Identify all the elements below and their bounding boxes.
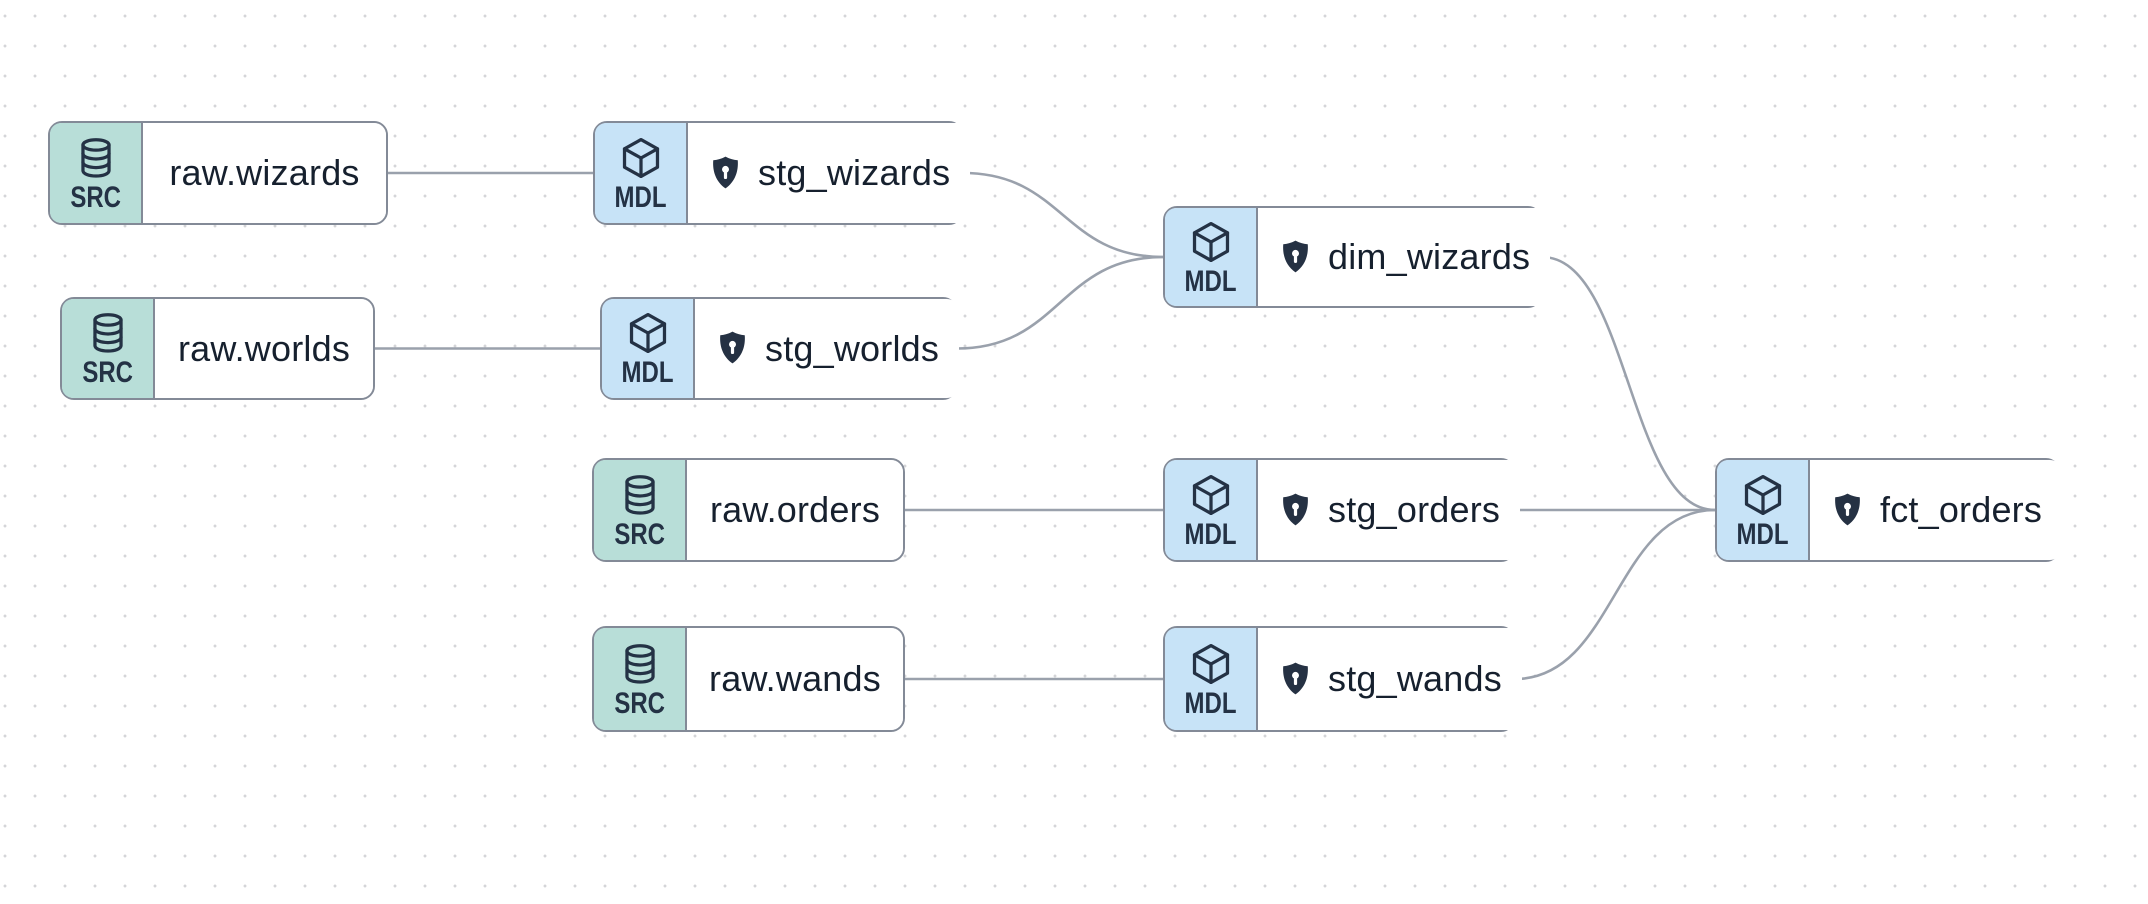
model-type-badge: MDL <box>595 123 688 223</box>
node-label: raw.orders <box>709 489 881 530</box>
shield-lock-icon <box>1830 491 1865 530</box>
node-body: stg_orders <box>1258 460 1521 560</box>
edge-stg-wands-to-fct-orders <box>1514 508 1716 681</box>
source-type-badge: SRC <box>594 628 687 730</box>
node-body: stg_wizards <box>688 123 971 223</box>
badge-label: MDL <box>1184 686 1237 720</box>
node-dim-wizards[interactable]: MDL dim_wizards <box>1163 206 1551 308</box>
node-label: stg_wizards <box>758 152 951 193</box>
node-body: stg_wands <box>1258 628 1522 730</box>
badge-label: MDL <box>1184 264 1237 298</box>
node-raw-wands[interactable]: SRC raw.wands <box>592 626 905 732</box>
source-type-badge: SRC <box>594 460 687 560</box>
database-icon <box>73 135 119 181</box>
shield-lock-icon <box>1278 238 1313 277</box>
shield-lock-icon <box>1278 660 1313 699</box>
badge-label: SRC <box>614 686 665 720</box>
node-label: raw.wands <box>709 658 881 699</box>
source-type-badge: SRC <box>50 123 143 223</box>
node-label: raw.worlds <box>177 327 351 369</box>
node-body: raw.worlds <box>155 299 373 398</box>
node-label: stg_orders <box>1328 489 1501 530</box>
edge-stg-wizards-to-dim-wizards <box>962 171 1164 259</box>
shield-lock-icon <box>708 154 743 193</box>
badge-label: MDL <box>1736 517 1789 551</box>
node-raw-orders[interactable]: SRC raw.orders <box>592 458 905 562</box>
cube-icon <box>1188 472 1234 518</box>
node-stg-wands[interactable]: MDL stg_wands <box>1163 626 1522 732</box>
node-label: stg_worlds <box>765 327 940 369</box>
node-stg-worlds[interactable]: MDL stg_worlds <box>600 297 960 400</box>
node-raw-wizards[interactable]: SRC raw.wizards <box>48 121 388 225</box>
badge-label: MDL <box>614 180 667 214</box>
model-type-badge: MDL <box>1165 208 1258 306</box>
cube-icon <box>1188 641 1234 687</box>
cube-icon <box>1188 219 1234 265</box>
cube-icon <box>1740 472 1786 518</box>
node-body: stg_worlds <box>695 299 960 398</box>
shield-lock-icon <box>1278 491 1313 530</box>
node-body: raw.wizards <box>143 123 386 223</box>
node-body: raw.orders <box>687 460 903 560</box>
node-stg-orders[interactable]: MDL stg_orders <box>1163 458 1521 562</box>
database-icon <box>617 641 663 687</box>
node-body: raw.wands <box>687 628 903 730</box>
node-label: dim_wizards <box>1328 236 1531 277</box>
source-type-badge: SRC <box>62 299 155 398</box>
model-type-badge: MDL <box>1165 628 1258 730</box>
shield-lock-icon <box>715 329 750 368</box>
node-body: fct_orders <box>1810 460 2063 560</box>
edge-stg-worlds-to-dim-wizards <box>956 255 1164 350</box>
badge-label: SRC <box>82 356 133 390</box>
node-body: dim_wizards <box>1258 208 1551 306</box>
node-stg-wizards[interactable]: MDL stg_wizards <box>593 121 971 225</box>
model-type-badge: MDL <box>602 299 695 398</box>
badge-label: MDL <box>1184 517 1237 551</box>
edge-dim-wizards-to-fct-orders <box>1541 255 1716 512</box>
database-icon <box>617 472 663 518</box>
node-label: raw.wizards <box>169 152 360 193</box>
badge-label: MDL <box>621 356 674 390</box>
badge-label: SRC <box>614 517 665 551</box>
cube-icon <box>618 135 664 181</box>
database-icon <box>85 310 131 356</box>
model-type-badge: MDL <box>1717 460 1810 560</box>
node-label: fct_orders <box>1880 489 2043 530</box>
model-type-badge: MDL <box>1165 460 1258 560</box>
cube-icon <box>625 310 671 356</box>
node-fct-orders[interactable]: MDL fct_orders <box>1715 458 2063 562</box>
node-raw-worlds[interactable]: SRC raw.worlds <box>60 297 375 400</box>
badge-label: SRC <box>70 180 121 214</box>
node-label: stg_wands <box>1328 658 1502 699</box>
